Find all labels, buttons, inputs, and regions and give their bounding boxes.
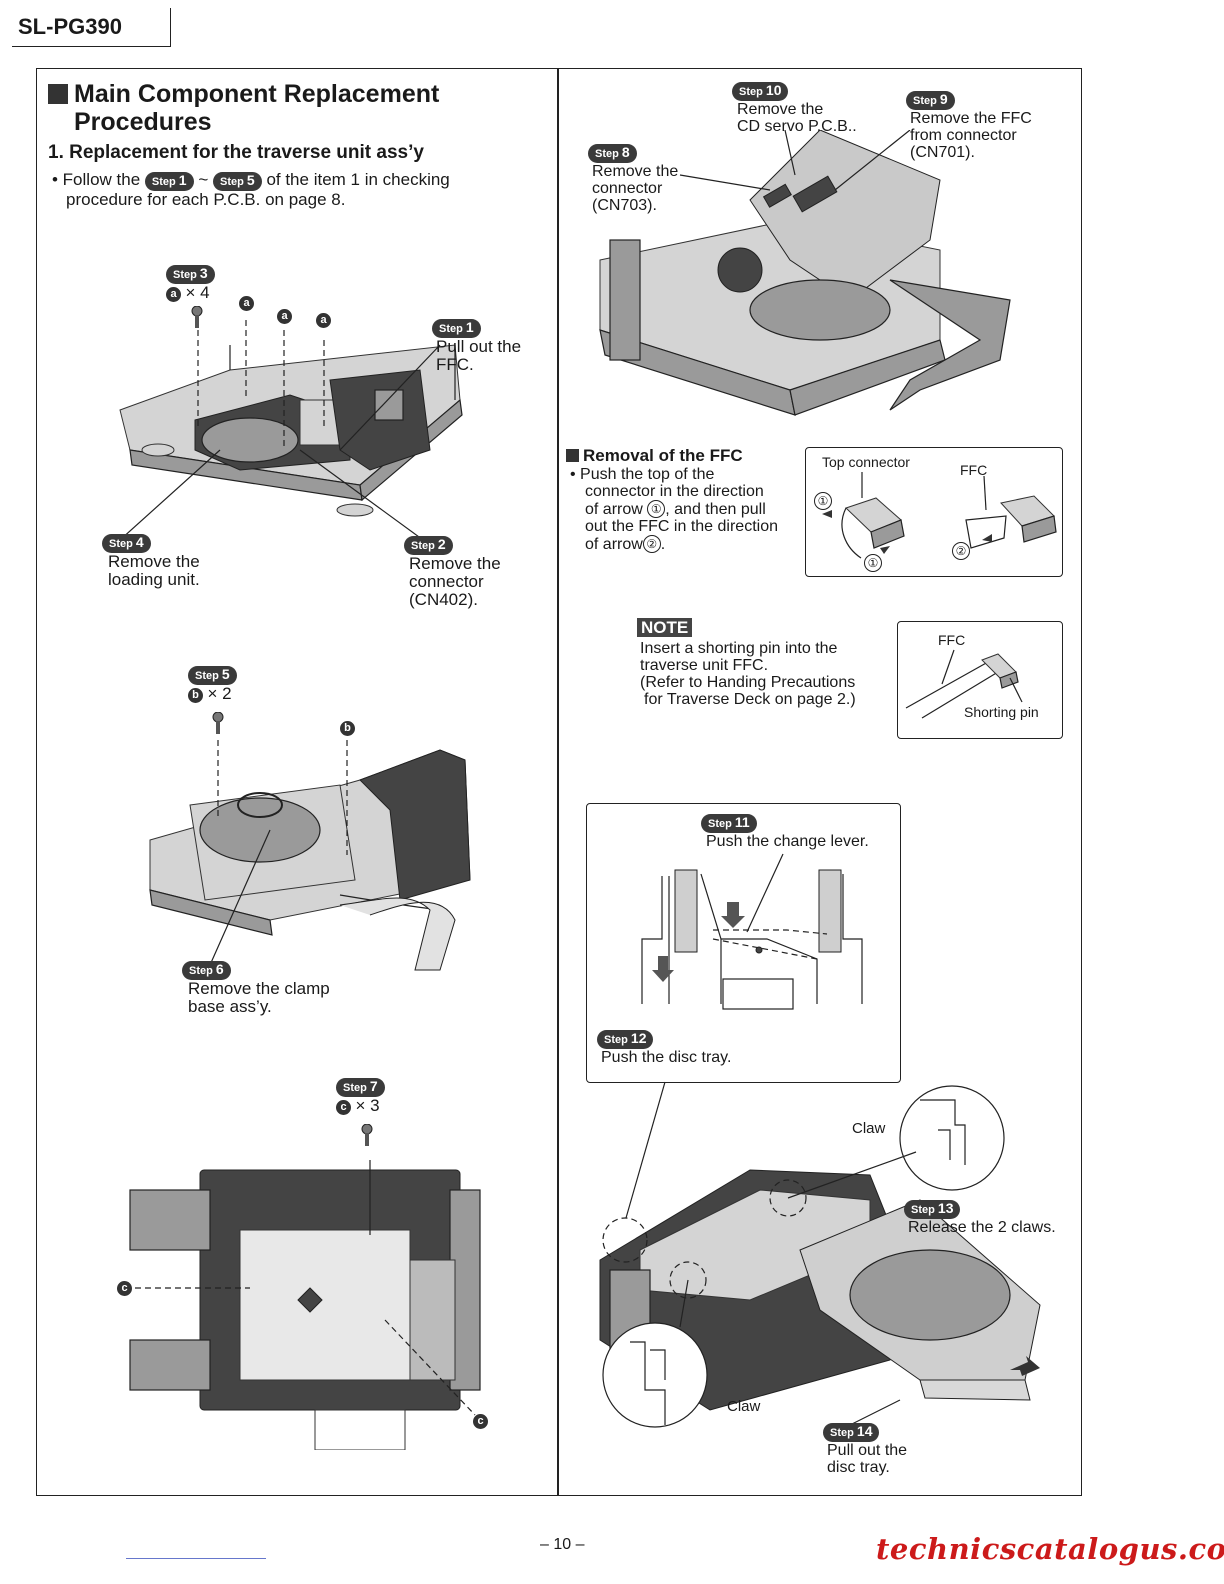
step-6-label: Step 6 Remove the clamp base ass’y. bbox=[182, 960, 330, 1016]
step-13-label: Step 13 Release the 2 claws. bbox=[904, 1200, 1056, 1236]
square-bullet-icon bbox=[566, 449, 579, 462]
column-divider bbox=[557, 68, 559, 1496]
screw-icon bbox=[190, 305, 204, 335]
footer-link-underline bbox=[126, 1558, 266, 1559]
step-11-label: Step 11 Push the change lever. bbox=[701, 814, 869, 850]
step-3-label: Step 3 a × 4 bbox=[166, 265, 215, 303]
section-title: Main Component Replacement Procedures bbox=[48, 80, 439, 136]
screw-icon bbox=[211, 711, 225, 741]
chassis-callout-lines bbox=[119, 320, 441, 540]
step-5-label: Step 5 b × 2 bbox=[188, 666, 237, 704]
intro-text: • Follow the Step 1 ~ Step 5 of the item… bbox=[52, 170, 450, 209]
step-4-label: Step 4 Remove the loading unit. bbox=[102, 533, 200, 589]
step-1-label: Step 1 Pull out the FFC. bbox=[432, 318, 521, 374]
step-9-label: Step 9 Remove the FFC from connector (CN… bbox=[906, 91, 1032, 161]
screw-c-icon: c bbox=[336, 1100, 351, 1115]
screw-b-icon: b bbox=[188, 688, 203, 703]
note-badge: NOTE bbox=[637, 618, 693, 637]
square-bullet-icon bbox=[48, 84, 68, 104]
traverse-bottom-illustration bbox=[125, 1160, 481, 1450]
screw-b-marker: b bbox=[340, 721, 355, 736]
step-8-label: Step 8 Remove the connector (CN703). bbox=[588, 144, 678, 214]
step-12-label: Step 12 Push the disc tray. bbox=[597, 1030, 731, 1066]
screw-a-marker: a bbox=[277, 309, 292, 324]
screw-c-marker: c bbox=[117, 1281, 132, 1296]
step-2-label: Step 2 Remove the connector (CN402). bbox=[404, 535, 501, 609]
model-number: SL-PG390 bbox=[18, 14, 122, 39]
step-badge: Step 1 bbox=[144, 172, 194, 191]
ffc-removal-text: • Push the top of the connector in the d… bbox=[570, 466, 778, 553]
screw-icon bbox=[360, 1123, 374, 1153]
ffc-removal-figure: Top connector FFC ① ① ② bbox=[805, 447, 1063, 577]
ffc-removal-title: Removal of the FFC bbox=[566, 446, 743, 466]
page-frame bbox=[36, 68, 1082, 1496]
disc-tray-illustration bbox=[599, 1081, 1041, 1431]
shorting-pin-figure: FFC Shorting pin bbox=[897, 621, 1063, 739]
screw-c-marker: c bbox=[473, 1414, 488, 1429]
cd-servo-illustration bbox=[599, 130, 1011, 416]
loading-unit-illustration bbox=[149, 740, 471, 971]
header-rule-horizontal bbox=[12, 46, 171, 47]
claw-label-bottom: Claw bbox=[727, 1398, 761, 1415]
claw-label-top: Claw bbox=[852, 1120, 886, 1137]
step-14-label: Step 14 Pull out the disc tray. bbox=[823, 1423, 907, 1476]
screw-a-marker: a bbox=[316, 313, 331, 328]
chassis-illustration bbox=[119, 344, 463, 517]
step-badge: Step 5 bbox=[213, 172, 262, 191]
screw-a-icon: a bbox=[166, 287, 181, 302]
screw-a-marker: a bbox=[239, 296, 254, 311]
note-text: Insert a shorting pin into the traverse … bbox=[640, 640, 856, 708]
page-number: – 10 – bbox=[540, 1536, 585, 1553]
subsection-title: 1. Replacement for the traverse unit ass… bbox=[48, 142, 424, 163]
site-watermark: technicscatalogus.com bbox=[876, 1532, 1224, 1566]
change-lever-figure: Step 11 Push the change lever. Step 12 P… bbox=[586, 803, 901, 1083]
step-10-label: Step 10 Remove the CD servo P.C.B.. bbox=[732, 82, 857, 135]
header-rule-vertical bbox=[170, 8, 171, 46]
step-7-label: Step 7 c × 3 bbox=[336, 1078, 385, 1116]
